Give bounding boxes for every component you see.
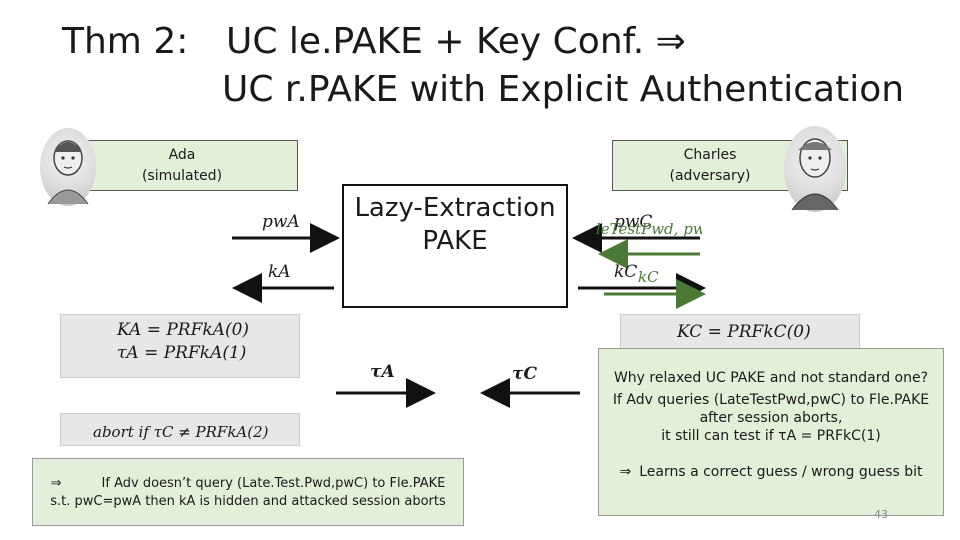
charles-green-query-label: leTestPwd, pw [596,220,702,238]
why-heading: Why relaxed UC PAKE and not standard one… [613,370,929,386]
ada-abort-condition: abort if τC ≠ PRFkA(2) [93,423,269,441]
why-line3: it still can test if τA = PRFkC(1) [661,428,881,444]
why-line1: If Adv queries (LateTestPwd,pwC) to Fle.… [612,392,930,408]
charles-eq-key: KC = PRFkC(0) [677,322,811,342]
ada-name: Ada [168,147,196,163]
slide-title-line2: UC r.PAKE with Explicit Authentication [222,69,905,110]
ada-eq-key: KA = PRFkA(0) [117,320,250,340]
ada-abort-box: abort if τC ≠ PRFkA(2) [60,413,300,446]
slide-title-prefix: Thm 2: [62,21,189,62]
ada-box: Ada (simulated) [66,140,298,191]
why-conclusion: Learns a correct guess / wrong guess bit [639,464,923,480]
bottom-note-box: ⇒ If Adv doesn’t query (Late.Test.Pwd,pwC… [32,458,464,526]
charles-portrait-image [784,126,846,212]
charles-name: Charles [683,147,737,163]
why-arrow: ⇒ [619,464,632,480]
pake-line2: PAKE [422,226,488,256]
ada-pw-label: pwA [262,212,300,232]
ada-role: (simulated) [141,168,223,184]
charles-pw-label: pwC [614,212,653,232]
why-line4: ⇒ Learns a correct guess / wrong guess bi… [599,463,943,481]
ada-eq-tau: τA = PRFkA(1) [117,343,247,363]
ada-portrait-image [40,128,96,206]
why-relaxed-box: Why relaxed UC PAKE and not standard one… [598,348,944,516]
slide-title-line1: UC le.PAKE + Key Conf. ⇒ [226,21,686,62]
why-line2: after session aborts, [699,410,843,426]
charles-k-label: kC [614,262,638,282]
bottom-note-line2: s.t. pwC=pwA then kA is hidden and attac… [50,494,446,509]
ada-k-label: kA [268,262,291,282]
bottom-note-line1: ⇒ If Adv doesn’t query (Late.Test.Pwd,pwC… [33,475,463,493]
ada-key-derivation-box: KA = PRFkA(0) τA = PRFkA(1) [60,314,300,378]
bottom-note-text1: If Adv doesn’t query (Late.Test.Pwd,pwC)… [101,476,446,491]
charles-green-k-label: kC [638,268,659,286]
tau-c-label: τC [512,364,537,384]
charles-role: (adversary) [669,168,751,184]
page-number: 43 [874,508,888,521]
charles-key-derivation-box: KC = PRFkC(0) [620,314,860,352]
lazy-extraction-pake-box: Lazy-Extraction PAKE [342,184,568,308]
tau-a-label: τA [370,362,395,382]
pake-line1: Lazy-Extraction [354,193,556,223]
bottom-note-arrow: ⇒ [50,476,62,491]
